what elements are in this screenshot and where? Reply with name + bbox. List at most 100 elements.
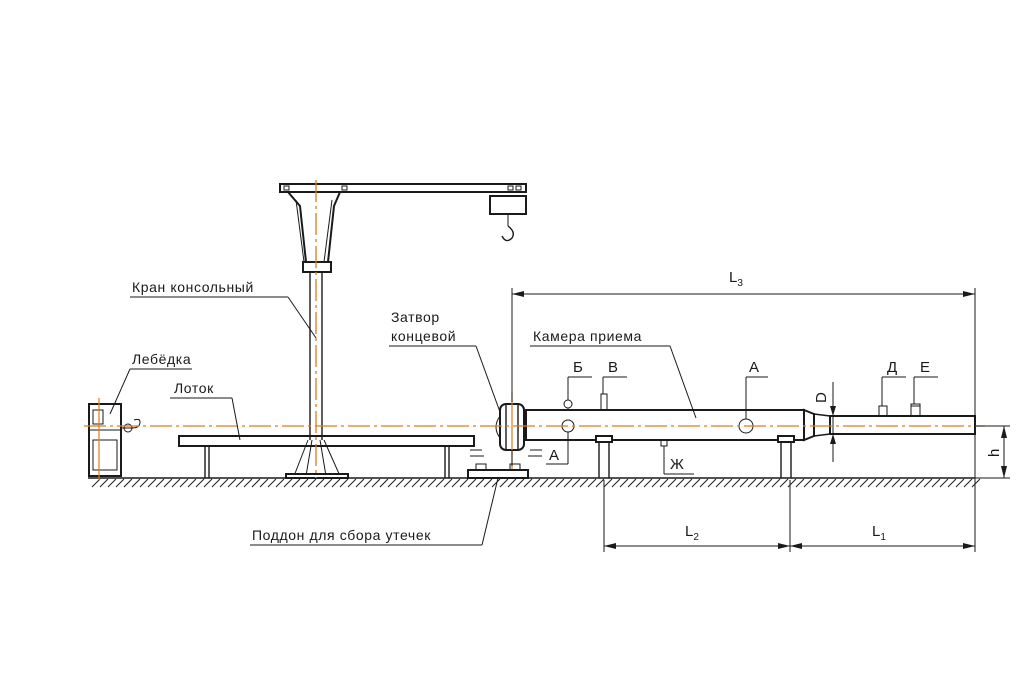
- label-leak-pan: Поддон для сбора утечек: [252, 527, 431, 543]
- hatch-stroke: [931, 478, 941, 488]
- hatch-stroke: [835, 478, 845, 488]
- leader-lines: [109, 296, 938, 546]
- hatch-stroke: [523, 478, 533, 488]
- dimensions: [511, 288, 1010, 552]
- hatch-stroke: [315, 478, 325, 488]
- label-crane: Кран консольный: [132, 279, 254, 295]
- dim-d: D: [813, 392, 830, 403]
- hatch-stroke: [563, 478, 573, 488]
- hatch-stroke: [507, 478, 517, 488]
- hatch-stroke: [387, 478, 397, 488]
- mark-v: В: [608, 359, 618, 376]
- hatch-stroke: [419, 478, 429, 488]
- label-tray: Лоток: [174, 380, 214, 396]
- mark-a-bottom: А: [549, 447, 559, 464]
- hatch-stroke: [275, 478, 285, 488]
- ground-hatching: [91, 478, 981, 488]
- hatch-stroke: [211, 478, 221, 488]
- tray: [178, 435, 475, 478]
- hatch-stroke: [171, 478, 181, 488]
- hatch-stroke: [683, 478, 693, 488]
- hatch-stroke: [579, 478, 589, 488]
- label-winch: Лебёдка: [132, 351, 191, 367]
- jib-crane: [279, 180, 527, 479]
- hatch-stroke: [595, 478, 605, 488]
- hatch-stroke: [91, 478, 101, 488]
- hatch-stroke: [499, 478, 509, 488]
- hatch-stroke: [347, 478, 357, 488]
- hatch-stroke: [875, 478, 885, 488]
- dim-l1: L1: [872, 523, 886, 543]
- hatch-stroke: [435, 478, 445, 488]
- hatch-stroke: [803, 478, 813, 488]
- hatch-stroke: [763, 478, 773, 488]
- hatch-stroke: [883, 478, 893, 488]
- hatch-stroke: [651, 478, 661, 488]
- hatch-stroke: [955, 478, 965, 488]
- hatch-stroke: [443, 478, 453, 488]
- hatch-stroke: [331, 478, 341, 488]
- dim-l3: L3: [729, 269, 743, 289]
- hatch-stroke: [627, 478, 637, 488]
- label-chamber: Камера приема: [533, 328, 642, 344]
- hatch-stroke: [739, 478, 749, 488]
- hatch-stroke: [491, 478, 501, 488]
- hatch-stroke: [403, 478, 413, 488]
- hatch-stroke: [339, 478, 349, 488]
- dim-l3-sub: 3: [737, 278, 743, 289]
- hatch-stroke: [851, 478, 861, 488]
- hatch-stroke: [235, 478, 245, 488]
- hatch-stroke: [867, 478, 877, 488]
- hatch-stroke: [787, 478, 797, 488]
- hatch-stroke: [795, 478, 805, 488]
- mark-d-upper: Д: [887, 359, 897, 376]
- hatch-stroke: [395, 478, 405, 488]
- hatch-stroke: [675, 478, 685, 488]
- hatch-stroke: [771, 478, 781, 488]
- hatch-stroke: [747, 478, 757, 488]
- label-closure-line2: концевой: [391, 328, 456, 344]
- hatch-stroke: [227, 478, 237, 488]
- hatch-stroke: [899, 478, 909, 488]
- hatch-stroke: [571, 478, 581, 488]
- hatch-stroke: [947, 478, 957, 488]
- hatch-stroke: [179, 478, 189, 488]
- hatch-stroke: [283, 478, 293, 488]
- end-closure: [470, 392, 542, 470]
- hatch-stroke: [811, 478, 821, 488]
- mark-a-top: А: [749, 359, 759, 376]
- hatch-stroke: [363, 478, 373, 488]
- hatch-stroke: [483, 478, 493, 488]
- hatch-stroke: [107, 478, 117, 488]
- hatch-stroke: [963, 478, 973, 488]
- hatch-stroke: [299, 478, 309, 488]
- hatch-stroke: [259, 478, 269, 488]
- hatch-stroke: [587, 478, 597, 488]
- hatch-stroke: [691, 478, 701, 488]
- hatch-stroke: [243, 478, 253, 488]
- hatch-stroke: [147, 478, 157, 488]
- hatch-stroke: [891, 478, 901, 488]
- mark-zh: Ж: [670, 456, 684, 473]
- hatch-stroke: [459, 478, 469, 488]
- hatch-stroke: [379, 478, 389, 488]
- hatch-stroke: [531, 478, 541, 488]
- hatch-stroke: [755, 478, 765, 488]
- hatch-stroke: [539, 478, 549, 488]
- hatch-stroke: [475, 478, 485, 488]
- hatch-stroke: [467, 478, 477, 488]
- hatch-stroke: [131, 478, 141, 488]
- hatch-stroke: [915, 478, 925, 488]
- hatch-stroke: [643, 478, 653, 488]
- hatch-stroke: [99, 478, 109, 488]
- hatch-stroke: [635, 478, 645, 488]
- mark-b: Б: [573, 359, 583, 376]
- hatch-stroke: [699, 478, 709, 488]
- label-closure-line1: Затвор: [391, 309, 440, 325]
- hatch-stroke: [123, 478, 133, 488]
- hatch-stroke: [187, 478, 197, 488]
- hatch-stroke: [555, 478, 565, 488]
- hatch-stroke: [427, 478, 437, 488]
- hatch-stroke: [291, 478, 301, 488]
- dim-l2-sub: 2: [693, 532, 699, 543]
